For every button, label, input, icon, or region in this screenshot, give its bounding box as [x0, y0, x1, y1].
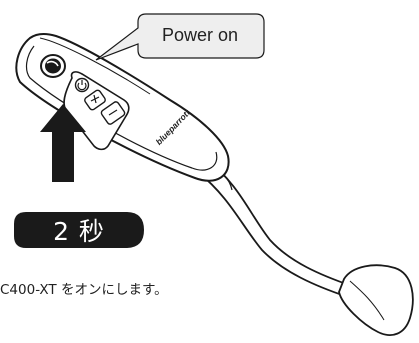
microphone-foam: [338, 264, 414, 336]
power-button-icon[interactable]: [74, 77, 90, 93]
volume-down-button-icon[interactable]: [100, 101, 126, 126]
press-up-arrow-icon: [40, 104, 86, 182]
duration-badge-shape: [14, 212, 144, 248]
callout-label: Power on: [161, 24, 239, 45]
speaker-disc-icon: [40, 54, 66, 78]
instruction-caption: C400-XT をオンにします。: [0, 282, 168, 298]
duration-badge: 2 秒: [53, 217, 105, 246]
volume-up-button-icon[interactable]: [84, 89, 107, 111]
power-on-callout: [95, 13, 265, 61]
